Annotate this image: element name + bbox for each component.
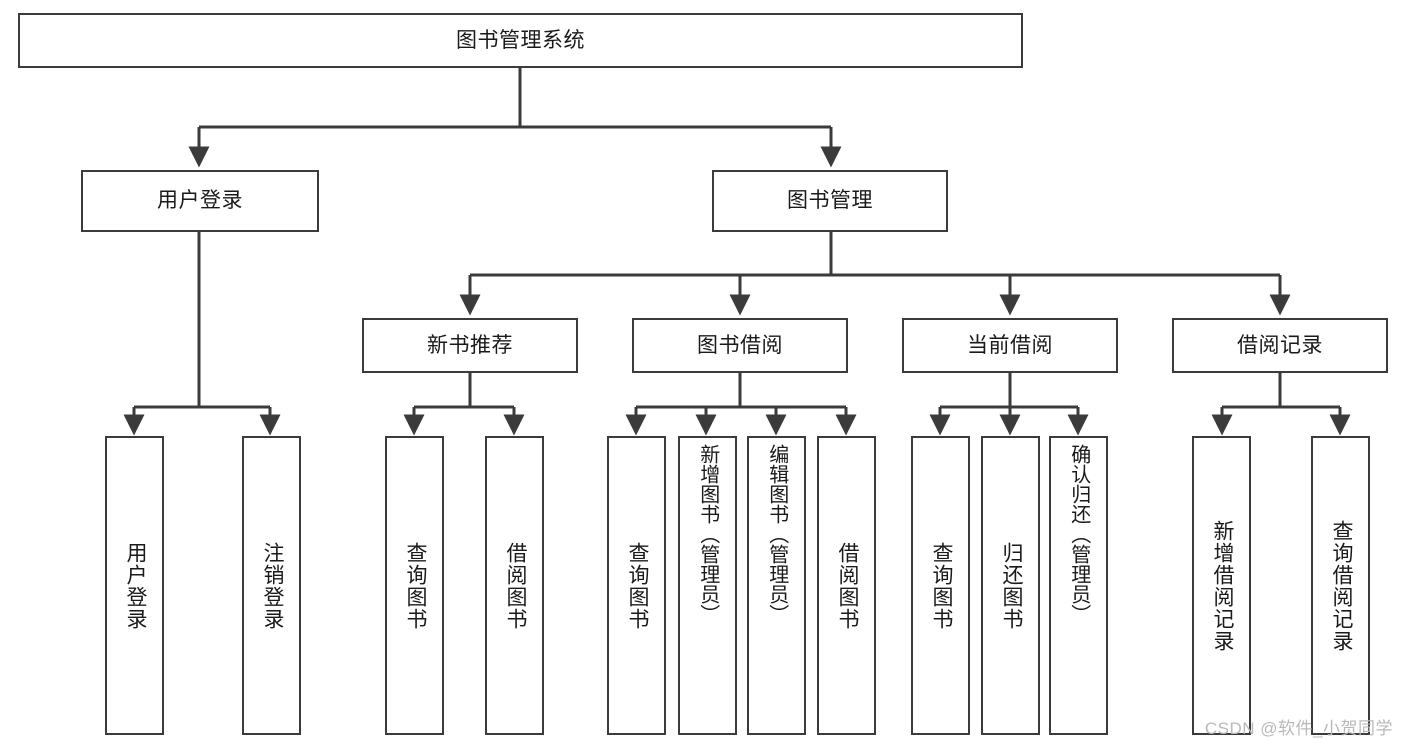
node-leaf-confirm-return-admin[interactable]: 确认归还（管理员） (1049, 436, 1108, 735)
node-leaf-add-borrow-record[interactable]: 新增借阅记录 (1192, 436, 1251, 735)
node-root-system[interactable]: 图书管理系统 (18, 13, 1023, 68)
node-leaf-return-book[interactable]: 归还图书 (981, 436, 1040, 735)
node-leaf-add-book-admin-label: 新增图书（管理员） (696, 444, 719, 624)
node-leaf-query-book-3-label: 查询图书 (929, 541, 953, 630)
node-leaf-query-borrow-record-label: 查询借阅记录 (1329, 519, 1353, 652)
node-leaf-borrow-book-1-label: 借阅图书 (503, 541, 527, 630)
node-leaf-user-login-label: 用户登录 (123, 541, 147, 630)
node-leaf-return-book-label: 归还图书 (999, 541, 1023, 630)
node-leaf-user-logout-label: 注销登录 (260, 541, 284, 630)
node-leaf-borrow-book-1[interactable]: 借阅图书 (485, 436, 544, 735)
node-new-book-recommend[interactable]: 新书推荐 (362, 318, 578, 373)
node-leaf-add-borrow-record-label: 新增借阅记录 (1210, 519, 1234, 652)
node-leaf-add-book-admin[interactable]: 新增图书（管理员） (678, 436, 737, 735)
node-leaf-user-login[interactable]: 用户登录 (105, 436, 164, 735)
node-user-login-label: 用户登录 (157, 189, 243, 213)
node-leaf-user-logout[interactable]: 注销登录 (242, 436, 301, 735)
node-borrow-record[interactable]: 借阅记录 (1172, 318, 1388, 373)
node-borrow-record-label: 借阅记录 (1237, 333, 1323, 357)
node-leaf-confirm-return-admin-label: 确认归还（管理员） (1067, 444, 1090, 624)
node-leaf-edit-book-admin[interactable]: 编辑图书（管理员） (747, 436, 806, 735)
node-leaf-borrow-book-2-label: 借阅图书 (835, 541, 859, 630)
node-leaf-edit-book-admin-label: 编辑图书（管理员） (765, 444, 788, 624)
node-book-management-label: 图书管理 (787, 189, 873, 213)
node-book-borrow-label: 图书借阅 (697, 333, 783, 357)
node-leaf-query-book-2-label: 查询图书 (625, 541, 649, 630)
node-book-management[interactable]: 图书管理 (712, 170, 948, 232)
node-book-borrow[interactable]: 图书借阅 (632, 318, 848, 373)
node-leaf-query-book-1-label: 查询图书 (403, 541, 427, 630)
node-leaf-query-borrow-record[interactable]: 查询借阅记录 (1311, 436, 1370, 735)
node-current-borrow[interactable]: 当前借阅 (902, 318, 1118, 373)
node-current-borrow-label: 当前借阅 (967, 333, 1053, 357)
node-leaf-query-book-3[interactable]: 查询图书 (911, 436, 970, 735)
node-new-book-recommend-label: 新书推荐 (427, 333, 513, 357)
node-root-system-label: 图书管理系统 (456, 28, 585, 52)
node-user-login[interactable]: 用户登录 (81, 170, 319, 232)
node-leaf-query-book-1[interactable]: 查询图书 (385, 436, 444, 735)
node-leaf-query-book-2[interactable]: 查询图书 (607, 436, 666, 735)
node-leaf-borrow-book-2[interactable]: 借阅图书 (817, 436, 876, 735)
